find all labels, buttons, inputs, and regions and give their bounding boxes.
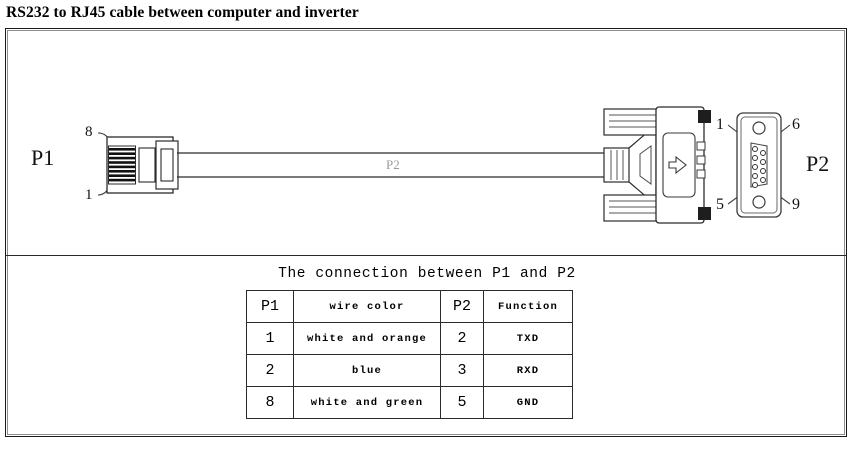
cell-p1: 2	[246, 354, 294, 387]
p1-label: P1	[31, 145, 54, 170]
header-p1: P1	[246, 290, 294, 323]
connection-table: P1 wire color P2 Function 1 white and or…	[246, 290, 573, 419]
rj45-pin8-label: 8	[85, 124, 93, 140]
header-p2: P2	[440, 290, 484, 323]
connection-table-section: The connection between P1 and P2 P1 wire…	[6, 256, 848, 437]
frame-divider	[6, 255, 846, 256]
p2-pin5-label: 5	[716, 196, 724, 213]
table-header-row: P1 wire color P2 Function	[246, 290, 573, 323]
cell-p1: 8	[246, 386, 294, 419]
cable-marking: P2	[386, 157, 400, 172]
direction-arrow-icon	[668, 155, 687, 175]
p2-pin6-label: 6	[792, 116, 800, 133]
rj45-pin1-label: 1	[85, 187, 93, 203]
page-title: RS232 to RJ45 cable between computer and…	[6, 4, 359, 21]
db9-hood-assembly	[603, 106, 711, 224]
header-wire-color: wire color	[293, 290, 441, 323]
db9-thumbscrew-bottom	[698, 207, 711, 220]
rj45-connector	[106, 136, 179, 194]
cell-function: RXD	[483, 354, 573, 387]
cell-function: GND	[483, 386, 573, 419]
table-row: 2 blue 3 RXD	[246, 354, 573, 387]
diagram-frame: P1 8 1	[5, 28, 847, 437]
table-caption: The connection between P1 and P2	[278, 266, 576, 282]
cell-p2: 2	[440, 322, 484, 355]
header-function: Function	[483, 290, 573, 323]
table-row: 1 white and orange 2 TXD	[246, 322, 573, 355]
db9-pinout-face: 1 6 5 9 P2	[716, 112, 829, 218]
cell-p1: 1	[246, 322, 294, 355]
p2-pin1-label: 1	[716, 116, 724, 133]
cell-p2: 3	[440, 354, 484, 387]
cell-wire-color: blue	[293, 354, 441, 387]
cell-p2: 5	[440, 386, 484, 419]
db9-thumbscrew-top	[698, 110, 711, 123]
cable-illustration: P1 8 1	[6, 29, 848, 255]
cell-function: TXD	[483, 322, 573, 355]
p2-pin9-label: 9	[792, 196, 800, 213]
table-row: 8 white and green 5 GND	[246, 386, 573, 419]
cell-wire-color: white and green	[293, 386, 441, 419]
cable-body: P2	[177, 152, 606, 178]
cable-drawing: P1 8 1	[31, 106, 829, 224]
cell-wire-color: white and orange	[293, 322, 441, 355]
p2-label: P2	[806, 151, 829, 176]
